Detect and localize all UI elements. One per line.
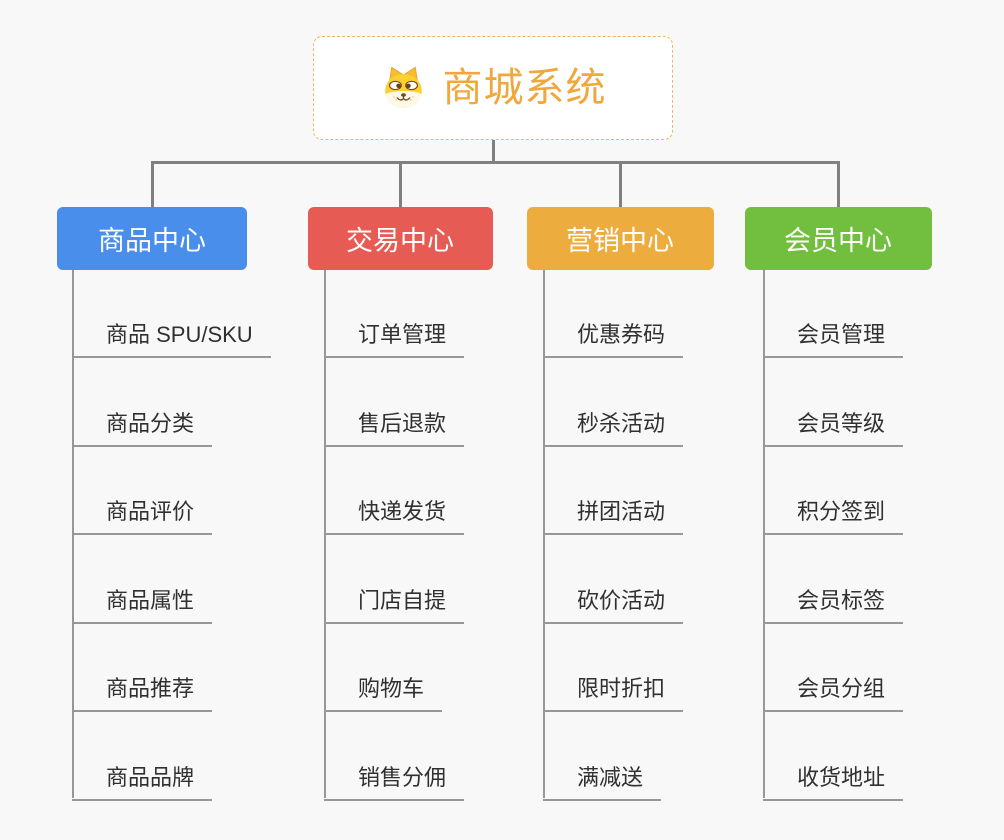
- leaf-label: 商品品牌: [106, 765, 195, 790]
- leaf-label: 优惠券码: [577, 322, 666, 347]
- branch-label: 商品中心: [98, 226, 206, 256]
- branch-node[interactable]: 营销中心: [526, 207, 714, 270]
- leaf-node[interactable]: 优惠券码: [543, 320, 684, 358]
- connector-line: [399, 161, 402, 207]
- leaf-label: 满减送: [577, 765, 644, 790]
- connector-line: [492, 140, 495, 164]
- connector-line: [837, 161, 840, 207]
- leaf-label: 商品属性: [106, 588, 195, 613]
- branch-node[interactable]: 商品中心: [57, 207, 247, 270]
- leaf-label: 限时折扣: [577, 676, 666, 701]
- leaf-label: 商品 SPU/SKU: [106, 322, 253, 347]
- branch-label: 交易中心: [346, 226, 454, 256]
- leaf-label: 门店自提: [358, 588, 447, 613]
- leaf-node[interactable]: 收货地址: [763, 763, 904, 801]
- leaf-label: 订单管理: [358, 322, 447, 347]
- branch-label: 营销中心: [566, 226, 674, 256]
- branch-node[interactable]: 会员中心: [744, 207, 932, 270]
- leaf-node[interactable]: 限时折扣: [543, 674, 684, 712]
- leaf-node[interactable]: 销售分佣: [324, 763, 465, 801]
- leaf-label: 商品推荐: [106, 676, 195, 701]
- leaf-node[interactable]: 秒杀活动: [543, 409, 684, 447]
- leaf-label: 会员标签: [797, 588, 886, 613]
- leaf-label: 售后退款: [358, 411, 447, 436]
- leaf-node[interactable]: 门店自提: [324, 586, 465, 624]
- leaf-label: 会员分组: [797, 676, 886, 701]
- leaf-node[interactable]: 商品品牌: [72, 763, 213, 801]
- connector-line: [619, 161, 622, 207]
- leaf-label: 收货地址: [797, 765, 886, 790]
- leaf-node[interactable]: 商品分类: [72, 409, 213, 447]
- leaf-node[interactable]: 商品 SPU/SKU: [72, 320, 271, 358]
- leaf-label: 拼团活动: [577, 499, 666, 524]
- leaf-label: 购物车: [358, 676, 425, 701]
- leaf-label: 秒杀活动: [577, 411, 666, 436]
- root-node[interactable]: 商城系统: [313, 36, 673, 140]
- leaf-node[interactable]: 商品推荐: [72, 674, 213, 712]
- root-title: 商城系统: [442, 66, 607, 110]
- branch-node[interactable]: 交易中心: [307, 207, 493, 270]
- leaf-label: 积分签到: [797, 499, 886, 524]
- leaf-node[interactable]: 订单管理: [324, 320, 465, 358]
- leaf-node[interactable]: 购物车: [324, 674, 443, 712]
- leaf-node[interactable]: 会员分组: [763, 674, 904, 712]
- leaf-node[interactable]: 售后退款: [324, 409, 465, 447]
- doge-icon: [384, 66, 422, 108]
- leaf-label: 商品分类: [106, 411, 195, 436]
- leaf-node[interactable]: 会员管理: [763, 320, 904, 358]
- leaf-node[interactable]: 会员标签: [763, 586, 904, 624]
- leaf-label: 砍价活动: [577, 588, 666, 613]
- leaf-node[interactable]: 商品属性: [72, 586, 213, 624]
- branch-label: 会员中心: [784, 226, 892, 256]
- leaf-node[interactable]: 积分签到: [763, 497, 904, 535]
- leaf-node[interactable]: 拼团活动: [543, 497, 684, 535]
- leaf-label: 快递发货: [358, 499, 447, 524]
- leaf-label: 会员管理: [797, 322, 886, 347]
- connector-line: [151, 161, 154, 207]
- leaf-label: 商品评价: [106, 499, 195, 524]
- leaf-node[interactable]: 会员等级: [763, 409, 904, 447]
- connector-line: [151, 161, 840, 164]
- leaf-node[interactable]: 砍价活动: [543, 586, 684, 624]
- leaf-node[interactable]: 快递发货: [324, 497, 465, 535]
- leaf-node[interactable]: 满减送: [543, 763, 662, 801]
- leaf-node[interactable]: 商品评价: [72, 497, 213, 535]
- leaf-label: 会员等级: [797, 411, 886, 436]
- leaf-label: 销售分佣: [358, 765, 447, 790]
